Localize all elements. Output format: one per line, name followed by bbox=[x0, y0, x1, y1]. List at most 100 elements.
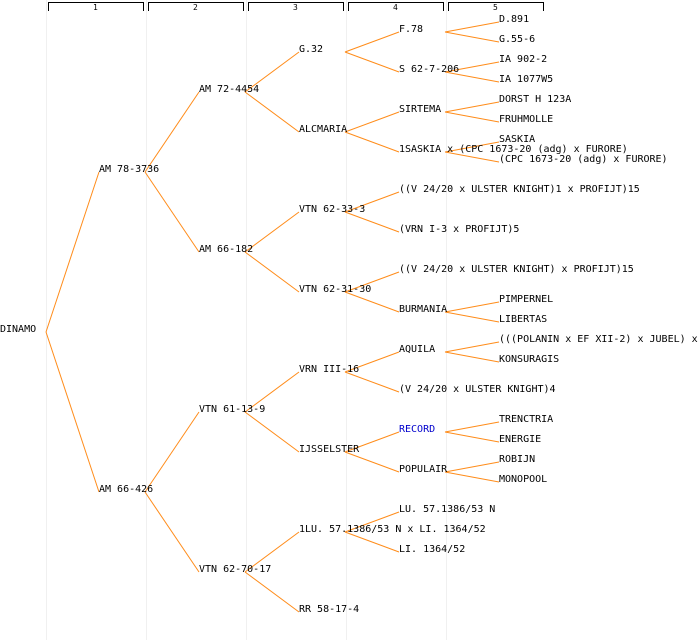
pedigree-node-g-55-6[interactable]: G.55-6 bbox=[499, 34, 536, 45]
pedigree-connector bbox=[344, 451, 400, 473]
pedigree-connector bbox=[444, 61, 500, 73]
generation-header: 4 bbox=[348, 2, 444, 12]
pedigree-connector bbox=[444, 101, 500, 113]
pedigree-connector bbox=[344, 351, 400, 373]
pedigree-connector bbox=[344, 271, 400, 293]
column-divider bbox=[46, 0, 47, 640]
pedigree-connector bbox=[45, 331, 100, 493]
pedigree-node-vtn-61-13-9[interactable]: VTN 61-13-9 bbox=[199, 404, 266, 415]
pedigree-node-1saskia-x-cpc-1673-20-adg-x-furore[interactable]: 1SASKIA x (CPC 1673-20 (adg) x FURORE) bbox=[399, 144, 628, 155]
pedigree-node-am-78-3736[interactable]: AM 78-3736 bbox=[99, 164, 160, 175]
generation-header: 2 bbox=[148, 2, 244, 12]
pedigree-connector bbox=[444, 31, 500, 43]
pedigree-connector bbox=[244, 531, 300, 573]
pedigree-node-dorst-h-123a[interactable]: DORST H 123A bbox=[499, 94, 572, 105]
pedigree-node-polanin-x-ef-xii-2-x-jubel-x[interactable]: (((POLANIN x EF XII-2) x JUBEL) x bbox=[499, 334, 698, 345]
pedigree-node-vtn-62-31-30[interactable]: VTN 62-31-30 bbox=[299, 284, 372, 295]
pedigree-connector bbox=[244, 51, 300, 93]
column-divider bbox=[346, 0, 347, 640]
pedigree-connector bbox=[344, 191, 400, 213]
generation-number: 2 bbox=[193, 3, 198, 12]
pedigree-connector bbox=[344, 291, 400, 313]
pedigree-node-libertas[interactable]: LIBERTAS bbox=[499, 314, 548, 325]
pedigree-node-s-62-7-206[interactable]: S 62-7-206 bbox=[399, 64, 460, 75]
pedigree-connector bbox=[444, 471, 500, 483]
pedigree-node-f-78[interactable]: F.78 bbox=[399, 24, 424, 35]
generation-number: 4 bbox=[393, 3, 398, 12]
generation-number: 5 bbox=[493, 3, 498, 12]
pedigree-connector bbox=[444, 351, 500, 363]
pedigree-connector bbox=[144, 491, 200, 573]
pedigree-node-li-1364-52[interactable]: LI. 1364/52 bbox=[399, 544, 466, 555]
pedigree-connector bbox=[344, 111, 400, 133]
pedigree-node-ia-1077w5[interactable]: IA 1077W5 bbox=[499, 74, 554, 85]
pedigree-connector bbox=[244, 411, 300, 453]
pedigree-node-d-891[interactable]: D.891 bbox=[499, 14, 530, 25]
pedigree-node-alcmaria[interactable]: ALCMARIA bbox=[299, 124, 348, 135]
pedigree-node-vrn-iii-16[interactable]: VRN III-16 bbox=[299, 364, 360, 375]
pedigree-node-vrn-i-3-x-profijt-5[interactable]: (VRN I-3 x PROFIJT)5 bbox=[399, 224, 520, 235]
pedigree-connector bbox=[344, 31, 400, 53]
generation-header: 5 bbox=[448, 2, 544, 12]
column-divider bbox=[446, 0, 447, 640]
pedigree-connector bbox=[144, 91, 200, 173]
pedigree-node-am-72-4454[interactable]: AM 72-4454 bbox=[199, 84, 260, 95]
pedigree-node-am-66-426[interactable]: AM 66-426 bbox=[99, 484, 154, 495]
pedigree-connector bbox=[444, 421, 500, 433]
pedigree-node-am-66-182[interactable]: AM 66-182 bbox=[199, 244, 254, 255]
pedigree-node-1lu-57-1386-53-n-x-li-1364-52[interactable]: 1LU. 57.1386/53 N x LI. 1364/52 bbox=[299, 524, 486, 535]
pedigree-node-fruhmolle[interactable]: FRUHMOLLE bbox=[499, 114, 554, 125]
pedigree-connector bbox=[144, 171, 200, 253]
pedigree-node-dinamo[interactable]: DINAMO bbox=[0, 324, 37, 335]
pedigree-node-record[interactable]: RECORD bbox=[399, 424, 436, 435]
pedigree-node-vtn-62-33-3[interactable]: VTN 62-33-3 bbox=[299, 204, 366, 215]
pedigree-connector bbox=[344, 371, 400, 393]
pedigree-connector bbox=[444, 21, 500, 33]
pedigree-node-pimpernel[interactable]: PIMPERNEL bbox=[499, 294, 554, 305]
generation-number: 1 bbox=[93, 3, 98, 12]
pedigree-node-ia-902-2[interactable]: IA 902-2 bbox=[499, 54, 548, 65]
pedigree-node-monopool[interactable]: MONOPOOL bbox=[499, 474, 548, 485]
pedigree-node-robijn[interactable]: ROBIJN bbox=[499, 454, 536, 465]
pedigree-node-energie[interactable]: ENERGIE bbox=[499, 434, 542, 445]
pedigree-connector bbox=[45, 171, 100, 333]
pedigree-node-populair[interactable]: POPULAIR bbox=[399, 464, 448, 475]
pedigree-node-trenctria[interactable]: TRENCTRIA bbox=[499, 414, 554, 425]
pedigree-node-lu-57-1386-53-n[interactable]: LU. 57.1386/53 N bbox=[399, 504, 496, 515]
pedigree-node-burmania[interactable]: BURMANIA bbox=[399, 304, 448, 315]
pedigree-connector bbox=[244, 371, 300, 413]
pedigree-node-saskia[interactable]: SASKIA bbox=[499, 134, 536, 145]
pedigree-connector bbox=[344, 211, 400, 233]
pedigree-connector bbox=[244, 571, 300, 613]
pedigree-node-vtn-62-70-17[interactable]: VTN 62-70-17 bbox=[199, 564, 272, 575]
pedigree-node-v-24-20-x-ulster-knight-4[interactable]: (V 24/20 x ULSTER KNIGHT)4 bbox=[399, 384, 556, 395]
pedigree-node-aquila[interactable]: AQUILA bbox=[399, 344, 436, 355]
pedigree-node-sirtema[interactable]: SIRTEMA bbox=[399, 104, 442, 115]
pedigree-node-ijsselster[interactable]: IJSSELSTER bbox=[299, 444, 360, 455]
column-divider bbox=[246, 0, 247, 640]
pedigree-connector bbox=[444, 461, 500, 473]
column-divider bbox=[146, 0, 147, 640]
pedigree-connector bbox=[444, 311, 500, 323]
pedigree-node-g-32[interactable]: G.32 bbox=[299, 44, 324, 55]
pedigree-connector bbox=[344, 431, 400, 453]
pedigree-connector bbox=[444, 141, 500, 153]
pedigree-connector bbox=[444, 341, 500, 353]
pedigree-connector bbox=[444, 301, 500, 313]
pedigree-connector bbox=[444, 111, 500, 123]
pedigree-node-cpc-1673-20-adg-x-furore[interactable]: (CPC 1673-20 (adg) x FURORE) bbox=[499, 154, 668, 165]
pedigree-connector bbox=[444, 71, 500, 83]
pedigree-connector bbox=[144, 411, 200, 493]
pedigree-node-v-24-20-x-ulster-knight-1-x-profijt-15[interactable]: ((V 24/20 x ULSTER KNIGHT)1 x PROFIJT)15 bbox=[399, 184, 640, 195]
generation-header: 3 bbox=[248, 2, 344, 12]
pedigree-node-rr-58-17-4[interactable]: RR 58-17-4 bbox=[299, 604, 360, 615]
pedigree-connector bbox=[444, 431, 500, 443]
pedigree-node-v-24-20-x-ulster-knight-x-profijt-15[interactable]: ((V 24/20 x ULSTER KNIGHT) x PROFIJT)15 bbox=[399, 264, 634, 275]
generation-header: 1 bbox=[48, 2, 144, 12]
generation-number: 3 bbox=[293, 3, 298, 12]
pedigree-connector bbox=[244, 251, 300, 293]
pedigree-connector bbox=[344, 531, 400, 553]
pedigree-node-konsuragis[interactable]: KONSURAGIS bbox=[499, 354, 560, 365]
